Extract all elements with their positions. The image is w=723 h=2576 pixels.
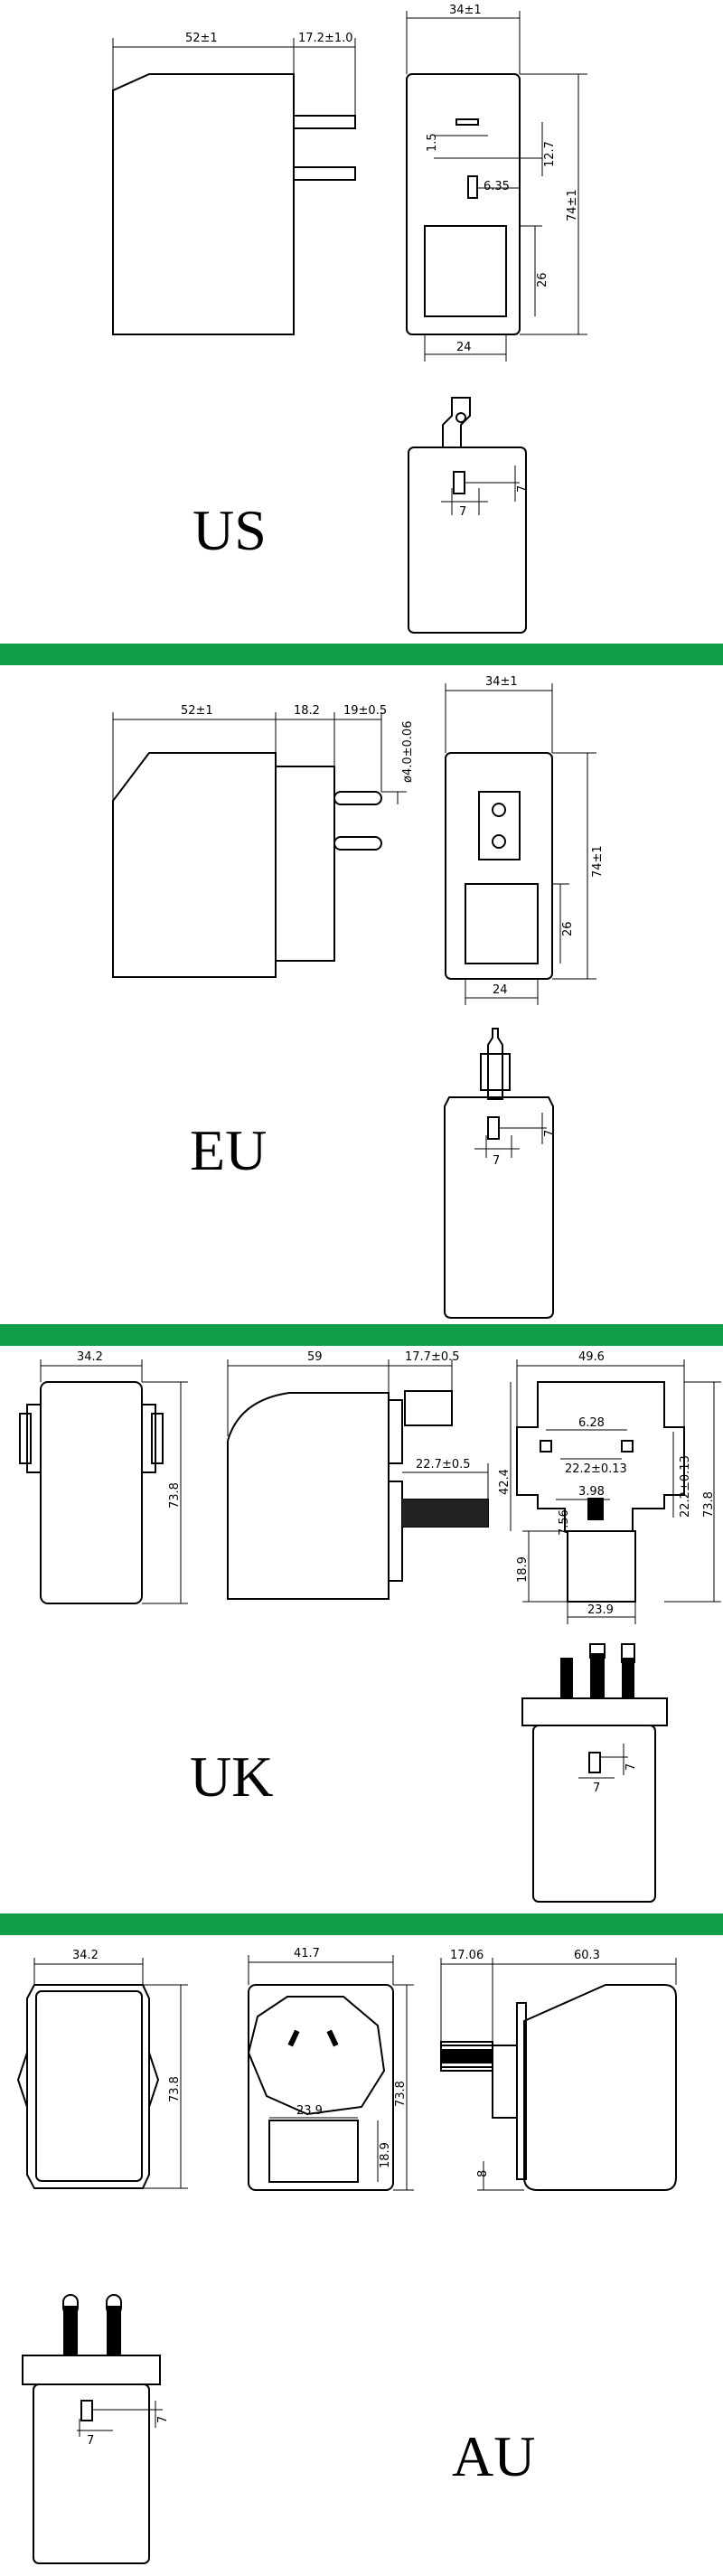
au-dim-pin-len: 17.06 — [450, 1949, 484, 1962]
eu-drawing: 52±1 18.2 19±0.5 ø4.0±0.06 34±1 26 74±1 … — [112, 675, 605, 1319]
us-dim-win-w: 24 — [456, 341, 472, 354]
us-dim-pin-off-b: 7 — [516, 485, 530, 493]
us-dim-pin-off: 7 — [459, 505, 466, 519]
au-front-face — [247, 1996, 386, 2116]
region-label-eu: EU — [190, 1118, 268, 1182]
au-dim-pin-off: 8 — [476, 2170, 490, 2177]
us-dim-win-h: 26 — [536, 272, 549, 287]
eu-bottom-cone — [480, 1053, 511, 1091]
us-section: 52±1 17.2±1.0 34±1 1.5 12.7 6.35 26 74±1… — [0, 0, 723, 644]
uk-drawing: 34.2 73.8 59 17.7±0.5 22.7±0.5 49.6 6.2 — [19, 1350, 721, 1903]
us-drawing: 52±1 17.2±1.0 34±1 1.5 12.7 6.35 26 74±1… — [112, 4, 587, 634]
us-dim-body-depth: 52±1 — [185, 32, 218, 45]
eu-dim-pin-off: 7 — [493, 1154, 500, 1168]
eu-dim-pin-len: 19±0.5 — [343, 704, 387, 718]
au-dim-win-w: 23.9 — [296, 2104, 323, 2118]
eu-pin-top — [333, 791, 382, 805]
uk-dim-p6: 7.56 — [558, 1509, 571, 1536]
uk-side1-body — [40, 1381, 143, 1604]
au-dim-s-height: 73.8 — [168, 2076, 182, 2102]
eu-front-body — [445, 752, 553, 980]
au-dim-b-off: 7 — [87, 2434, 94, 2448]
eu-dim-height: 74±1 — [591, 845, 605, 878]
us-slot-top — [455, 118, 479, 126]
uk-dim-pin-len2: 22.7±0.5 — [416, 1458, 471, 1471]
region-label-au: AU — [452, 2424, 536, 2488]
au-dim-depth: 60.3 — [574, 1949, 600, 1962]
uk-dim-win-w: 23.9 — [587, 1603, 614, 1617]
eu-dim-pin-off-b: 7 — [543, 1130, 557, 1137]
au-bottom-top — [22, 2355, 161, 2385]
au-window — [268, 2120, 359, 2183]
eu-pin-bottom — [333, 836, 382, 851]
au-side2-body — [523, 1984, 677, 2191]
eu-bottom-plug — [487, 1028, 503, 1100]
uk-dim-p2: 22.2±0.13 — [565, 1462, 627, 1476]
separator-band-3 — [0, 1913, 723, 1935]
eu-socket — [478, 791, 521, 860]
au-drawing: 34.2 73.8 41.7 23.9 18.9 73.8 — [16, 1947, 677, 2564]
au-section: 34.2 73.8 41.7 23.9 18.9 73.8 — [0, 1935, 723, 2576]
us-bottom-plug — [442, 397, 471, 448]
separator-band-1 — [0, 644, 723, 665]
eu-bottom-slot — [487, 1116, 500, 1140]
uk-window — [567, 1530, 636, 1603]
uk-dim-depth: 59 — [307, 1350, 323, 1364]
region-label-us: US — [192, 498, 267, 562]
us-dim-d1: 1.5 — [426, 133, 439, 152]
au-bottom-body — [33, 2383, 150, 2564]
uk-dim-win-h: 18.9 — [516, 1556, 530, 1583]
uk-dim-height: 73.8 — [702, 1491, 716, 1518]
uk-dim-p1: 6.28 — [578, 1416, 605, 1430]
au-front-body — [248, 1984, 394, 2191]
us-dim-d3: 6.35 — [484, 180, 510, 193]
eu-dim-body-depth: 52±1 — [181, 704, 213, 718]
us-pin-top — [293, 115, 356, 129]
au-dim-b-off2: 7 — [156, 2416, 170, 2423]
us-side-body — [112, 73, 295, 335]
us-dim-width: 34±1 — [449, 4, 482, 17]
us-dim-height: 74±1 — [566, 189, 579, 221]
eu-dim-pin-dia: ø4.0±0.06 — [401, 721, 415, 783]
eu-dim-width: 34±1 — [485, 675, 518, 689]
us-dim-d2: 12.7 — [543, 141, 557, 167]
uk-dim-pin-len: 17.7±0.5 — [405, 1350, 460, 1364]
us-window — [424, 225, 507, 317]
uk-dim-pin-off-b: 7 — [624, 1763, 638, 1771]
uk-dim-s-width: 34.2 — [77, 1350, 103, 1364]
us-slot-bottom — [467, 175, 478, 199]
us-front-body — [406, 73, 521, 335]
eu-dim-step: 18.2 — [294, 704, 320, 718]
uk-dim-p3: 22.2±0.13 — [679, 1455, 692, 1518]
uk-dim-width: 49.6 — [578, 1350, 605, 1364]
uk-dim-pin-off: 7 — [593, 1782, 600, 1795]
uk-dim-p4: 42.4 — [498, 1469, 512, 1495]
eu-dim-win-h: 26 — [561, 921, 575, 936]
eu-dim-win-w: 24 — [493, 983, 508, 997]
uk-side2-body — [227, 1392, 390, 1600]
au-dim-f-height: 73.8 — [394, 2081, 408, 2107]
au-dim-win-h: 18.9 — [379, 2142, 392, 2168]
au-side-body — [26, 1984, 150, 2189]
us-bottom-body — [408, 447, 527, 634]
uk-dim-s-height: 73.8 — [168, 1482, 182, 1509]
eu-bottom-body — [444, 1096, 554, 1319]
eu-section: 52±1 18.2 19±0.5 ø4.0±0.06 34±1 26 74±1 … — [0, 665, 723, 1324]
eu-window — [465, 883, 539, 964]
region-label-uk: UK — [190, 1744, 274, 1809]
au-dim-s-width: 34.2 — [72, 1949, 99, 1962]
eu-step — [275, 766, 335, 962]
uk-section: 34.2 73.8 59 17.7±0.5 22.7±0.5 49.6 6.2 — [0, 1346, 723, 1913]
uk-bottom-body — [532, 1725, 656, 1903]
uk-dim-p5: 3.98 — [578, 1485, 605, 1499]
separator-band-2 — [0, 1324, 723, 1346]
au-dim-f-width: 41.7 — [294, 1947, 320, 1960]
eu-side-body — [112, 752, 277, 978]
us-dim-pin-len: 17.2±1.0 — [298, 32, 353, 45]
us-bottom-slot — [453, 471, 465, 494]
uk-bottom-top — [521, 1697, 668, 1726]
us-pin-bottom — [293, 166, 356, 181]
